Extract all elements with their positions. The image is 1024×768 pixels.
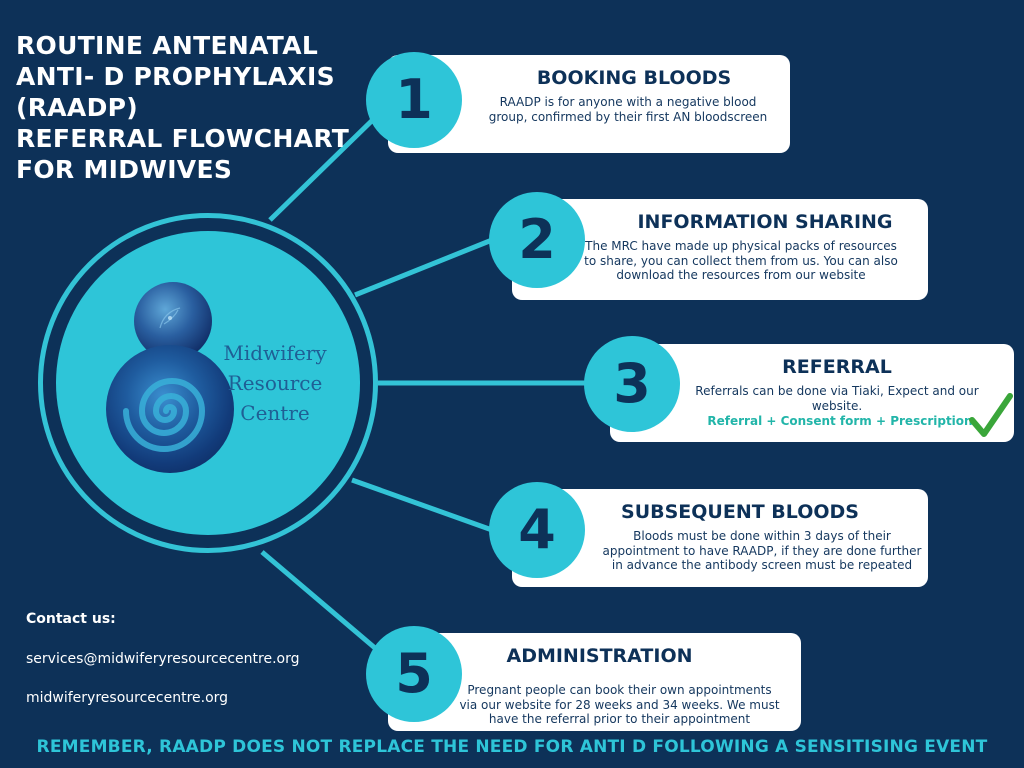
step-number: 5 xyxy=(395,642,433,705)
step-number-circle: 1 xyxy=(366,52,462,148)
contact-email-link[interactable]: services@midwiferyresourcecentre.org xyxy=(26,651,300,667)
step-number: 3 xyxy=(613,352,651,415)
connector-5 xyxy=(260,550,377,650)
step-title: REFERRAL xyxy=(782,356,892,378)
page-title: ROUTINE ANTENATAL ANTI- D PROPHYLAXIS (R… xyxy=(16,30,349,185)
step-description: Referrals can be done via Tiaki, Expect … xyxy=(695,384,979,413)
title-line: REFERRAL FLOWCHART xyxy=(16,124,350,153)
check-icon xyxy=(969,393,1013,437)
sparkle-icon xyxy=(159,307,181,329)
logo-body-circle xyxy=(106,345,234,473)
spiral-icon xyxy=(123,378,206,452)
step-description: RAADP is for anyone with a negative bloo… xyxy=(488,95,768,124)
hub-outer-ring xyxy=(38,213,378,553)
step-title: BOOKING BLOODS xyxy=(536,67,732,89)
step-description: Pregnant people can book their own appoi… xyxy=(459,683,780,726)
logo-line: Centre xyxy=(240,401,310,425)
title-line: ANTI- D PROPHYLAXIS xyxy=(16,62,335,91)
logo-line: Resource xyxy=(227,371,323,395)
logo-text: Midwifery Resource Centre xyxy=(210,338,340,428)
step-number: 1 xyxy=(395,68,433,131)
step-number-circle: 4 xyxy=(489,482,585,578)
connector-2 xyxy=(354,237,493,298)
step-number-circle: 2 xyxy=(489,192,585,288)
step-number: 2 xyxy=(518,208,556,271)
referral-forms-link[interactable]: Referral + Consent form + Prescription xyxy=(707,414,973,428)
step-title: INFORMATION SHARING xyxy=(637,211,893,233)
step-number-circle: 5 xyxy=(366,626,462,722)
step-title: SUBSEQUENT BLOODS xyxy=(621,501,859,523)
step-description: Bloods must be done within 3 days of the… xyxy=(602,529,922,572)
title-line: ROUTINE ANTENATAL xyxy=(16,31,319,60)
logo-line: Midwifery xyxy=(223,341,327,365)
step-number-circle: 3 xyxy=(584,336,680,432)
step-card-administration: ADMINISTRATION Pregnant people can book … xyxy=(388,633,801,731)
footer-reminder: REMEMBER, RAADP DOES NOT REPLACE THE NEE… xyxy=(36,737,988,757)
contact-label: Contact us: xyxy=(26,611,116,627)
step-title: ADMINISTRATION xyxy=(506,645,693,667)
title-line: (RAADP) xyxy=(16,93,138,122)
connector-4 xyxy=(351,477,493,533)
step-description: The MRC have made up physical packs of r… xyxy=(584,239,898,282)
contact-website-link[interactable]: midwiferyresourcecentre.org xyxy=(26,690,229,706)
title-line: FOR MIDWIVES xyxy=(16,155,233,184)
connector-1 xyxy=(268,103,390,222)
step-number: 4 xyxy=(518,498,556,561)
step-card-subsequent-bloods: SUBSEQUENT BLOODS Bloods must be done wi… xyxy=(512,489,928,587)
